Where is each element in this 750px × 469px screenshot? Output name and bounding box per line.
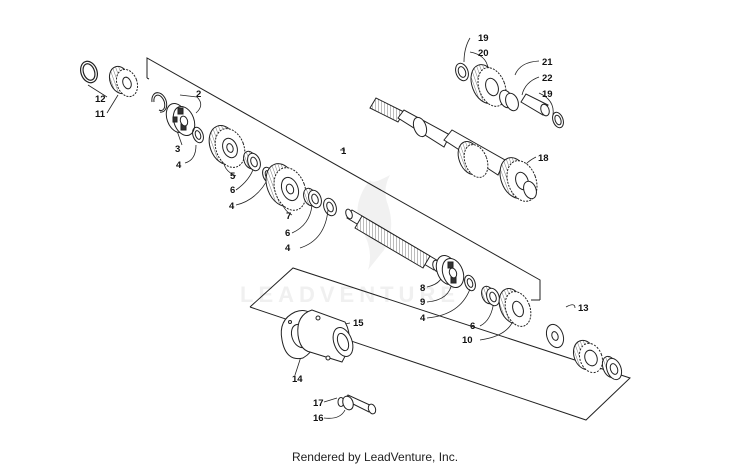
callout-8: 8 [420, 283, 425, 294]
callout-4d: 4 [420, 313, 426, 324]
callout-6b: 6 [285, 228, 290, 239]
callout-6c: 6 [470, 321, 475, 332]
part-3-hub [165, 102, 196, 137]
part-4-washer-d [464, 274, 476, 292]
callout-10: 10 [462, 335, 473, 346]
callout-12: 12 [95, 94, 106, 105]
part-5-gear [208, 125, 246, 168]
part-22-collar [520, 93, 550, 117]
part-4-washer-a [192, 126, 204, 144]
part-8-shaft [345, 208, 442, 273]
callout-16: 16 [313, 413, 324, 424]
callout-9: 9 [420, 297, 425, 308]
callout-14: 14 [292, 374, 303, 385]
callout-4c: 4 [285, 243, 291, 254]
callout-17: 17 [313, 398, 324, 409]
part-19-washer-a [455, 62, 469, 82]
assembly-frame-14 [249, 267, 631, 421]
part-18-countershaft [369, 97, 538, 202]
part-20-gear [470, 64, 507, 107]
part-2-snap-ring [151, 92, 168, 113]
callout-13: 13 [578, 303, 589, 314]
callout-19a: 19 [478, 33, 489, 44]
part-bearing-lower [572, 339, 623, 381]
part-7-gear [265, 163, 307, 211]
callout-18: 18 [538, 153, 549, 164]
callout-21: 21 [542, 57, 553, 68]
assembly-frame-1 [146, 57, 541, 301]
part-21-bushing [499, 89, 519, 112]
part-6-bearing-b [303, 187, 322, 209]
callout-11: 11 [95, 109, 106, 120]
callout-2: 2 [196, 89, 201, 100]
part-16-bolt [342, 394, 377, 415]
part-4-washer-c [323, 197, 337, 217]
part-9-hub [435, 254, 465, 289]
callout-4a: 4 [176, 160, 182, 171]
part-6-bearing-a [243, 150, 261, 172]
callout-22: 22 [542, 73, 553, 84]
callout-7: 7 [286, 211, 291, 222]
part-13-washer [545, 323, 565, 349]
part-19-washer-b [552, 111, 564, 129]
callout-3: 3 [175, 144, 180, 155]
part-15-cover [297, 309, 354, 363]
callout-labels: 1 2 3 4 5 6 4 7 6 4 8 9 4 6 10 11 12 13 … [95, 33, 589, 424]
part-11-gear [108, 65, 139, 98]
footer-credit: Rendered by LeadVenture, Inc. [291, 450, 459, 464]
callout-5: 5 [230, 171, 236, 182]
callout-15: 15 [353, 318, 364, 329]
part-10-gear [498, 288, 532, 327]
part-12-o-ring [79, 60, 99, 84]
callout-19b: 19 [542, 89, 553, 100]
callout-20: 20 [478, 48, 489, 59]
callout-6a: 6 [230, 185, 235, 196]
callout-1: 1 [341, 146, 347, 157]
part-6-bearing-c [481, 285, 500, 307]
callout-4b: 4 [229, 201, 235, 212]
